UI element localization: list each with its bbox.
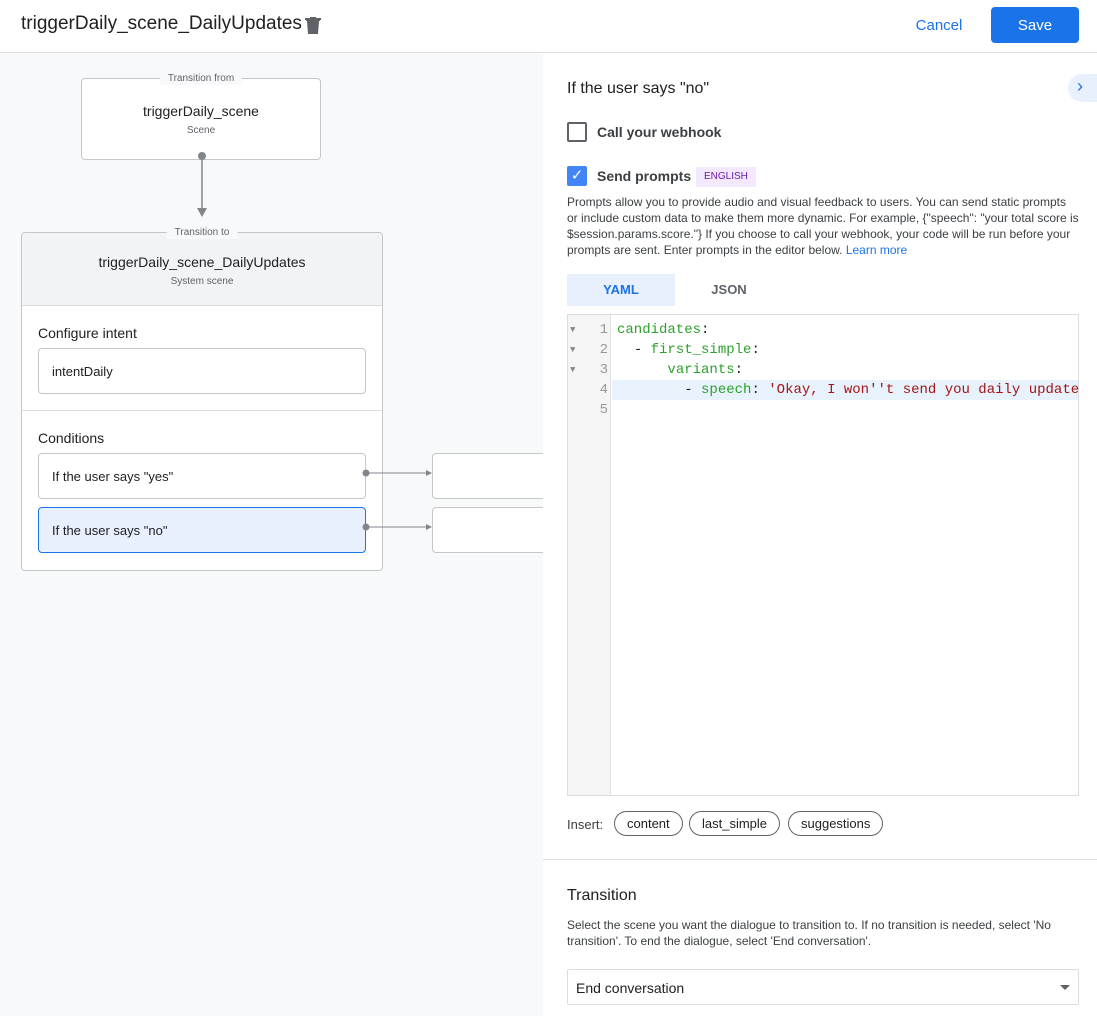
from-scene-name: triggerDaily_scene (143, 103, 259, 119)
configure-intent-heading: Configure intent (38, 325, 137, 341)
top-bar: triggerDaily_scene_DailyUpdates Cancel S… (0, 0, 1097, 53)
transition-select[interactable]: End conversation (567, 969, 1079, 1005)
insert-chip-last-simple[interactable]: last_simple (689, 811, 781, 836)
line-number: 1 (599, 322, 608, 338)
webhook-label: Call your webhook (597, 124, 722, 140)
transition-description: Select the scene you want the dialogue t… (567, 918, 1051, 948)
conditions-heading: Conditions (38, 430, 105, 446)
page-title: triggerDaily_scene_DailyUpdates (21, 13, 302, 34)
panel-heading: If the user says "no" (567, 80, 710, 97)
prompts-description: Prompts allow you to provide audio and v… (567, 195, 1079, 257)
condition-no[interactable]: If the user says "no" (38, 507, 366, 553)
condition-panel: › If the user says "no" Call your webhoo… (543, 53, 1097, 1016)
code-line: 5 (568, 400, 1078, 420)
fold-arrow-icon[interactable]: ▼ (570, 365, 576, 375)
tab-yaml[interactable]: YAML (567, 274, 675, 306)
line-number: 4 (599, 382, 608, 398)
line-number: 3 (599, 362, 608, 378)
to-scene-type: System scene (170, 276, 234, 287)
line-number: 2 (599, 342, 608, 358)
transition-from-label: Transition from (159, 73, 243, 85)
condition-connectors (362, 469, 432, 531)
line-number: 5 (599, 402, 608, 418)
transition-arrow (197, 152, 207, 217)
insert-label: Insert: (567, 817, 604, 832)
transition-from-card[interactable]: Transition from triggerDaily_scene Scene (81, 73, 321, 160)
to-scene-name: triggerDaily_scene_DailyUpdates (98, 254, 306, 270)
send-prompts-label: Send prompts (597, 168, 692, 184)
code-line: 4 - speech: 'Okay, I won''t send you dai… (568, 380, 1080, 400)
condition-yes[interactable]: If the user says "yes" (38, 453, 366, 499)
scene-canvas: Transition from triggerDaily_scene Scene… (0, 53, 543, 1016)
webhook-checkbox[interactable] (567, 122, 587, 142)
from-scene-type: Scene (186, 125, 216, 136)
language-badge: ENGLISH (696, 167, 756, 187)
tab-json[interactable]: JSON (711, 282, 747, 297)
insert-chip-suggestions[interactable]: suggestions (788, 811, 884, 836)
intent-item[interactable]: intentDaily (38, 348, 366, 394)
send-prompts-checkbox[interactable]: ✓ (567, 166, 587, 186)
transition-to-card: Transition to triggerDaily_scene_DailyUp… (21, 227, 383, 571)
yes-target-node[interactable] (432, 453, 543, 499)
code-line: ▼3 variants: (570, 362, 744, 378)
dropdown-arrow-icon (1060, 985, 1070, 995)
code-line: ▼2 - first_simple: (570, 342, 760, 358)
transition-heading: Transition (567, 887, 637, 904)
learn-more-link[interactable]: Learn more (845, 243, 908, 257)
transition-select-value: End conversation (576, 980, 685, 996)
insert-chip-content[interactable]: content (614, 811, 683, 836)
save-button[interactable]: Save (991, 7, 1079, 43)
fold-arrow-icon[interactable]: ▼ (570, 325, 576, 335)
no-target-node[interactable] (432, 507, 543, 553)
delete-icon[interactable] (305, 15, 321, 35)
transition-to-label: Transition to (166, 227, 238, 239)
collapse-panel-chevron-icon[interactable]: › (1068, 74, 1097, 102)
cancel-button[interactable]: Cancel (915, 16, 963, 34)
fold-arrow-icon[interactable]: ▼ (570, 345, 576, 355)
